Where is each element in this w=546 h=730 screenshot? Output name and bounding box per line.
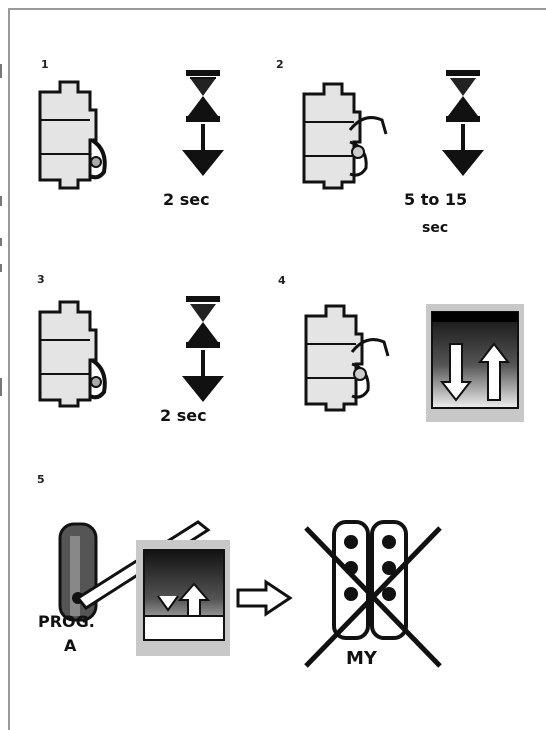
step-5-number: 5 — [37, 473, 45, 486]
din-rail-module-icon — [294, 82, 404, 192]
step-1-number: 1 — [41, 58, 49, 71]
step-2-duration-unit: sec — [422, 220, 448, 236]
step-2-duration: 5 to 15 — [404, 190, 467, 209]
hourglass-icon — [440, 68, 490, 198]
hourglass-icon — [180, 68, 230, 198]
edge-mark — [0, 264, 2, 272]
edge-mark — [0, 64, 2, 78]
prog-label: PROG. — [38, 612, 95, 631]
edge-mark — [0, 196, 2, 206]
din-rail-module-icon — [30, 80, 120, 190]
step-3-duration: 2 sec — [160, 406, 207, 425]
din-rail-module-icon — [30, 300, 120, 410]
din-rail-module-icon — [296, 304, 406, 414]
up-down-motor-indicator-icon — [426, 304, 524, 422]
remote-my-label: MY — [346, 648, 377, 669]
outline-arrow-right-icon — [236, 580, 292, 616]
prog-sub-label: A — [64, 636, 76, 655]
up-down-motor-indicator-icon — [136, 540, 230, 656]
edge-mark — [0, 238, 2, 246]
step-4-number: 4 — [278, 274, 286, 287]
hourglass-icon — [180, 294, 230, 424]
step-2-number: 2 — [276, 58, 284, 71]
step-1-duration: 2 sec — [163, 190, 210, 209]
edge-mark — [0, 378, 2, 396]
arrow-down-icon — [201, 124, 205, 150]
step-3-number: 3 — [37, 273, 45, 286]
